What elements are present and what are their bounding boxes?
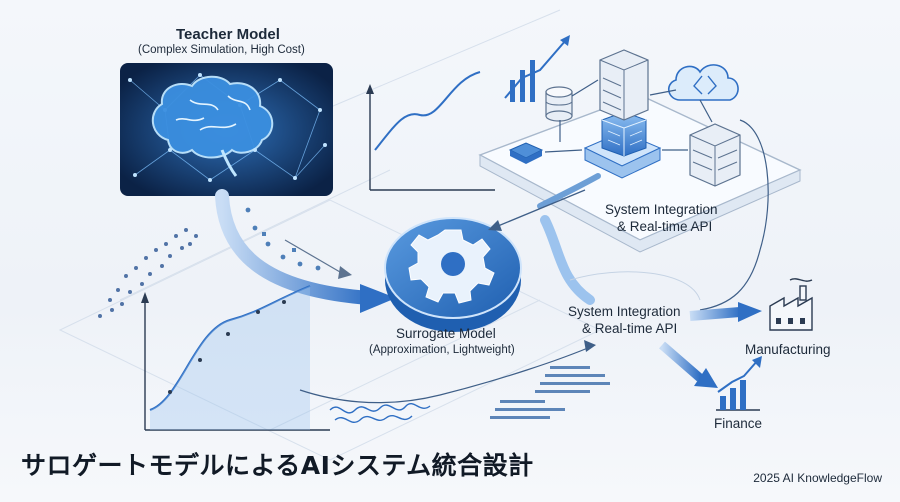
brain-network-icon <box>152 75 274 177</box>
data-cube-icon <box>583 111 662 179</box>
surrogate-model-label: Surrogate Model <box>396 326 496 341</box>
teacher-model-label: Teacher Model <box>176 26 280 43</box>
arrowhead <box>360 284 396 313</box>
wave-chart <box>329 403 431 423</box>
integration-top-line1: System Integration <box>605 202 718 217</box>
surrogate-model-disk <box>384 217 522 332</box>
to-finance-arrow <box>659 341 703 382</box>
server-rack-icon <box>599 49 649 121</box>
integration-orbit <box>569 271 701 301</box>
bar-lines-decoration <box>490 366 610 419</box>
teacher-model-sub: (Complex Simulation, High Cost) <box>138 44 305 56</box>
surrogate-model-sub: (Approximation, Lightweight) <box>369 344 515 356</box>
integration-mid-line1: System Integration <box>568 304 681 319</box>
platform-to-integration-pipe <box>540 215 595 305</box>
surrogate-to-platform-pipe <box>537 173 601 209</box>
manufacturing-label: Manufacturing <box>745 342 831 357</box>
scatter-cloud <box>98 228 198 318</box>
integration-top-line2: & Real-time API <box>617 219 713 234</box>
integration-mid-line2: & Real-time API <box>582 321 678 336</box>
to-manufacturing-arrow <box>689 307 741 321</box>
credit-text: 2025 AI KnowledgeFlow <box>753 471 882 485</box>
bar-chart-icon <box>716 356 762 411</box>
chip-icon <box>508 142 544 164</box>
cloud-icon <box>668 64 739 101</box>
page-title: サロゲートモデルによるAIシステム統合設計 <box>21 451 534 480</box>
gear-icon <box>408 229 495 304</box>
line-chart-top <box>366 71 495 191</box>
server-stack-icon <box>689 123 741 187</box>
bar-chart-top <box>504 35 570 102</box>
surrogate-to-platform-arrow <box>497 189 586 227</box>
factory-icon <box>769 278 813 331</box>
integration-feedback-line <box>299 344 596 404</box>
finance-label: Finance <box>714 416 763 431</box>
teacher-model-panel <box>120 63 333 196</box>
data-points-stream <box>245 207 352 279</box>
line-chart-lower-left <box>141 285 330 431</box>
database-icon <box>545 86 573 122</box>
connector-arrows <box>544 79 769 311</box>
teacher-to-surrogate-arrow <box>215 189 377 305</box>
